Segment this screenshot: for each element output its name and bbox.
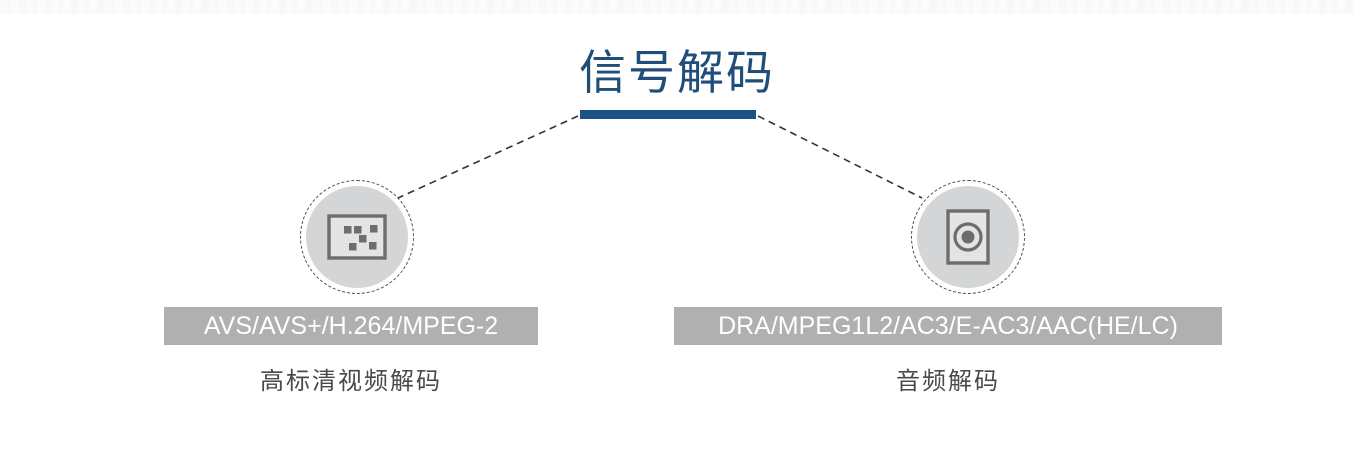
page-title: 信号解码: [579, 46, 775, 99]
top-edge-strip: [0, 0, 1354, 14]
icon-circle-video: [300, 180, 414, 294]
speaker-icon: [911, 180, 1025, 294]
branch-audio-decode: DRA/MPEG1L2/AC3/E-AC3/AAC(HE/LC) 音频解码: [674, 0, 1354, 461]
circle-dashed-outline: [300, 180, 414, 294]
formats-label-audio: DRA/MPEG1L2/AC3/E-AC3/AAC(HE/LC): [674, 307, 1222, 345]
title-underline: [580, 110, 756, 119]
icon-circle-audio: [911, 180, 1025, 294]
caption-audio: 音频解码: [896, 368, 1000, 395]
video-screen-pixels-icon: [300, 180, 414, 294]
branch-video-decode: AVS/AVS+/H.264/MPEG-2 高标清视频解码: [164, 180, 538, 395]
caption-video: 高标清视频解码: [260, 368, 442, 395]
circle-dashed-outline: [911, 180, 1025, 294]
formats-label-video: AVS/AVS+/H.264/MPEG-2: [164, 307, 538, 345]
